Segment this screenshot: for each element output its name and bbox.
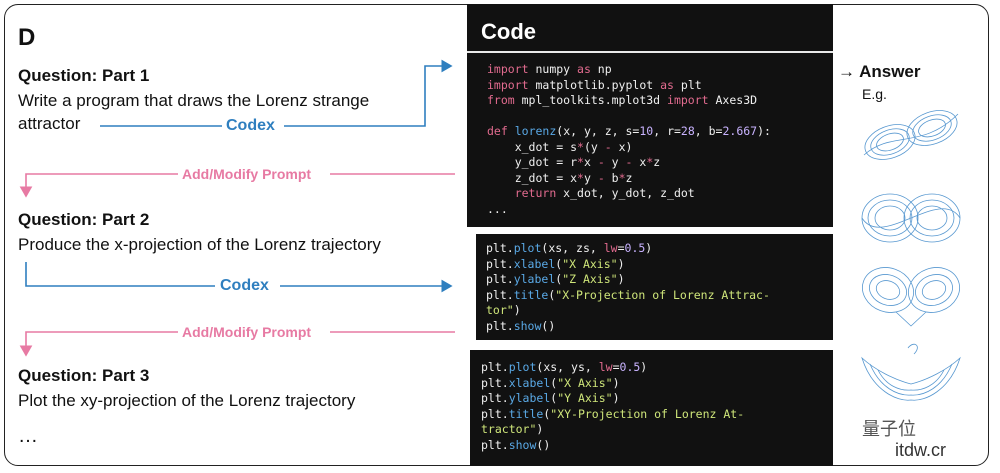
- watermark-url: itdw.cr: [895, 440, 947, 460]
- code-title-divider: [467, 51, 833, 53]
- eg-label: E.g.: [862, 86, 887, 102]
- question-part1-line1: Write a program that draws the Lorenz st…: [18, 91, 370, 110]
- question-part1-line2: attractor: [18, 114, 81, 133]
- question-part2-body: Produce the x-projection of the Lorenz t…: [18, 235, 381, 254]
- addmod-label-1: Add/Modify Prompt: [182, 166, 312, 182]
- code-title: Code: [481, 19, 536, 44]
- x-projection-plot: [862, 267, 960, 327]
- code-panel-3: plt.plot(xs, ys, lw=0.5) plt.xlabel("X A…: [470, 350, 833, 466]
- ellipsis: …: [18, 425, 38, 447]
- question-part2-heading: Question: Part 2: [18, 210, 150, 229]
- code-block-3: plt.plot(xs, ys, lw=0.5) plt.xlabel("X A…: [481, 360, 745, 452]
- code-block-1: import numpy as np import matplotlib.pyp…: [487, 62, 771, 216]
- question-part3-body: Plot the xy-projection of the Lorenz tra…: [18, 391, 356, 410]
- code-block-2: plt.plot(xs, zs, lw=0.5) plt.xlabel("X A…: [486, 241, 770, 333]
- answer-label: → Answer: [838, 62, 921, 81]
- lorenz-3d-plot-2: [861, 193, 961, 243]
- panel-letter: D: [18, 24, 36, 51]
- codex-label-2: Codex: [220, 277, 269, 294]
- xy-projection-plot: [861, 343, 961, 401]
- question-part1-heading: Question: Part 1: [18, 66, 150, 85]
- lorenz-3d-plot-1: [863, 110, 959, 160]
- code-panel-2: plt.plot(xs, zs, lw=0.5) plt.xlabel("X A…: [476, 234, 833, 340]
- codex-label-1: Codex: [226, 117, 275, 134]
- addmod-label-2: Add/Modify Prompt: [182, 324, 312, 340]
- question-part3-heading: Question: Part 3: [18, 366, 150, 385]
- watermark-text: 量子位: [862, 419, 916, 439]
- code-panel-1: Code import numpy as np import matplotli…: [467, 4, 833, 227]
